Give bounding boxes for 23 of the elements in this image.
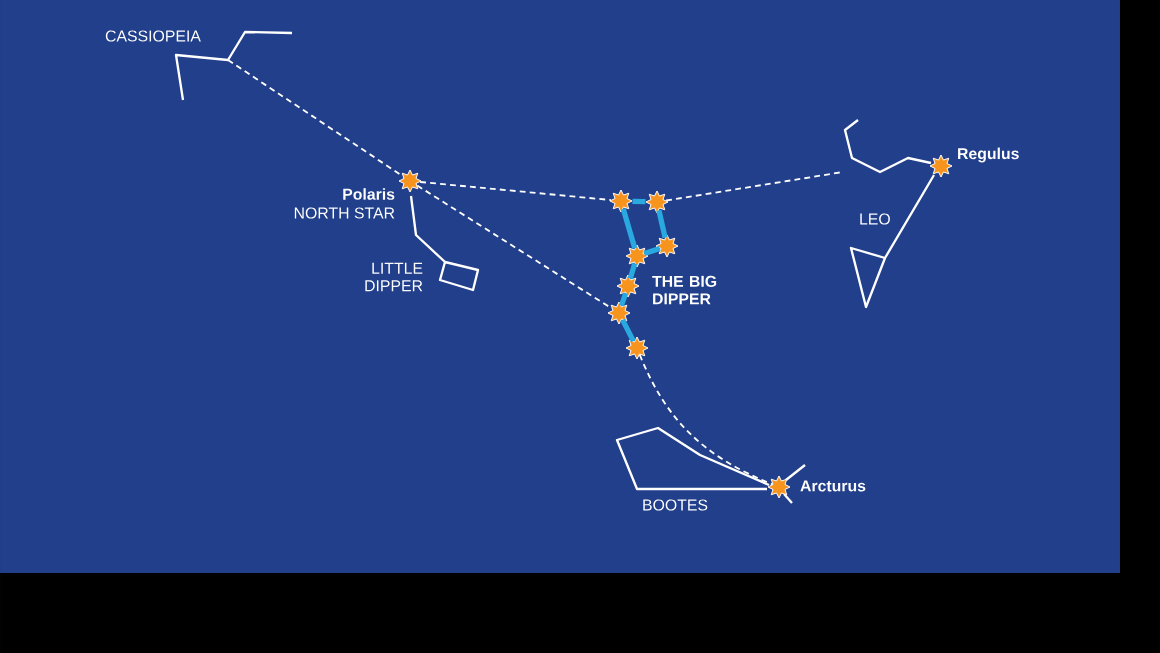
constellation-line <box>632 198 646 205</box>
name-label: NORTH STAR <box>294 207 395 219</box>
constellation-line <box>620 318 636 343</box>
constellation-line <box>620 207 638 250</box>
name-label: CASSIOPEIA <box>105 30 201 42</box>
name-label: Arcturus <box>800 480 866 492</box>
constellation-line <box>643 245 661 257</box>
star-icon <box>645 190 669 214</box>
name-label: BOOTES <box>643 499 708 511</box>
name-label: Polaris <box>343 188 395 200</box>
constellation-name: THE BIG DIPPER <box>652 275 717 305</box>
name-label: LITTLE DIPPER <box>365 262 423 292</box>
star-icon <box>655 234 679 258</box>
constellation-line <box>627 262 638 280</box>
constellation-line <box>656 209 668 239</box>
name-label: Regulus <box>958 147 1019 163</box>
star-icon <box>609 189 633 213</box>
star-icon <box>625 244 649 268</box>
star-icon <box>616 274 640 298</box>
star-icon <box>625 336 649 360</box>
name-label: LEO <box>860 213 890 225</box>
star-icon <box>607 301 631 325</box>
constellation-line <box>618 292 629 307</box>
